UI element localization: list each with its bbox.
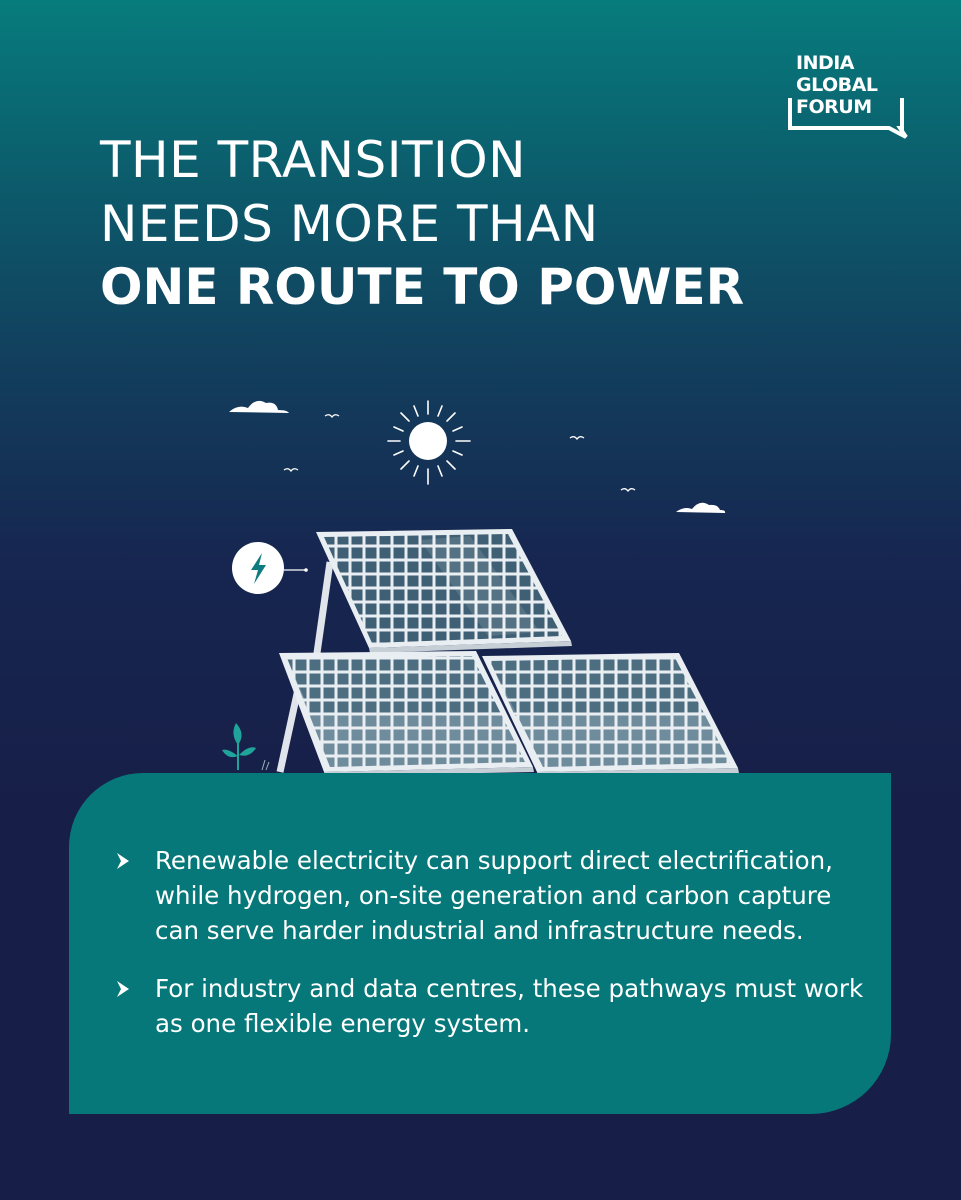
logo-text-india: INDIA bbox=[796, 52, 855, 74]
lightning-bolt-icon bbox=[232, 542, 308, 594]
solar-panel-illustration bbox=[222, 400, 739, 777]
bird-icon bbox=[283, 414, 636, 493]
solar-panel-front-left bbox=[279, 651, 534, 776]
headline-line-3: ONE ROUTE TO POWER bbox=[100, 258, 745, 316]
chevron-right-icon bbox=[117, 853, 129, 869]
solar-panel-front-right bbox=[482, 653, 739, 777]
cloud-icon bbox=[676, 502, 726, 513]
logo-text-global: GLOBAL bbox=[796, 74, 878, 96]
solar-panel-back bbox=[316, 529, 572, 653]
bullet-point-1: Renewable electricity can support direct… bbox=[117, 843, 875, 948]
logo-text-forum: FORUM bbox=[796, 96, 872, 118]
plant-icon bbox=[222, 723, 270, 771]
info-card: Renewable electricity can support direct… bbox=[69, 773, 891, 1114]
chevron-right-icon bbox=[117, 981, 129, 997]
cloud-icon bbox=[229, 400, 289, 413]
logo-speech-bubble-icon bbox=[788, 98, 908, 139]
bullet-text: For industry and data centres, these pat… bbox=[155, 974, 864, 1038]
headline-line-2: NEEDS MORE THAN bbox=[100, 195, 599, 253]
bullet-text: Renewable electricity can support direct… bbox=[155, 846, 833, 945]
bullet-point-2: For industry and data centres, these pat… bbox=[117, 971, 875, 1041]
india-global-forum-logo: INDIA GLOBAL FORUM bbox=[786, 50, 908, 140]
headline-line-1: THE TRANSITION bbox=[100, 131, 527, 189]
sun-icon bbox=[387, 400, 471, 485]
